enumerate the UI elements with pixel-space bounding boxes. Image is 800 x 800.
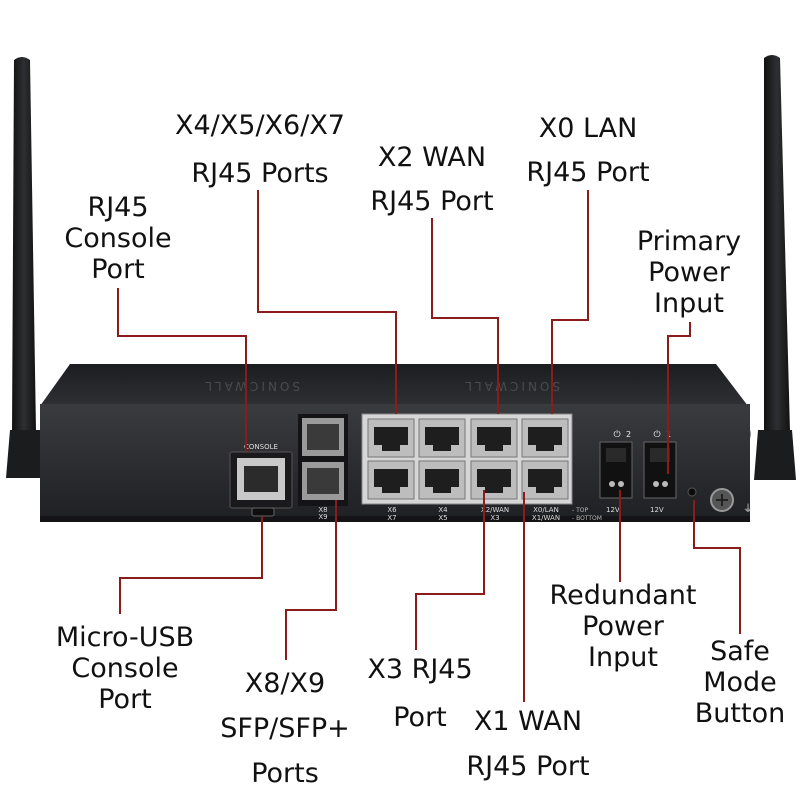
console-port-text: CONSOLE bbox=[244, 443, 278, 451]
label-x2-wan: X2 WAN RJ45 Port bbox=[370, 142, 494, 217]
label-x1-wan: X1 WAN RJ45 Port bbox=[466, 706, 590, 782]
leader-primary-power bbox=[667, 322, 691, 474]
port-label-x7: X7 bbox=[387, 514, 396, 522]
rj45-port bbox=[470, 418, 518, 458]
port-label-x5: X5 bbox=[438, 514, 447, 522]
rj45-port bbox=[470, 460, 518, 500]
leader-x4-x7 bbox=[257, 190, 397, 414]
port-label-x3: X3 bbox=[490, 514, 499, 522]
port-label-x2: X2/WAN bbox=[481, 506, 509, 514]
rj45-port bbox=[521, 460, 569, 500]
rj45-port bbox=[367, 460, 415, 500]
label-x3: X3 RJ45 Port bbox=[367, 654, 473, 733]
label-x4-x7: X4/X5/X6/X7 RJ45 Ports bbox=[175, 110, 345, 189]
leader-x2-wan bbox=[431, 218, 499, 414]
safe-mode-button bbox=[687, 487, 697, 497]
rj45-port bbox=[367, 418, 415, 458]
svg-text:2: 2 bbox=[626, 430, 631, 439]
leader-x3 bbox=[415, 490, 485, 650]
port-label-x1: X1/WAN bbox=[532, 514, 560, 522]
leader-micro-usb bbox=[119, 516, 263, 614]
svg-text:X8: X8 bbox=[318, 506, 327, 514]
label-x0-lan: X0 LAN RJ45 Port bbox=[526, 113, 650, 188]
rj45-port bbox=[418, 418, 466, 458]
port-label-x6: X6 bbox=[387, 506, 397, 514]
rj45-port bbox=[418, 460, 466, 500]
svg-text:⏻: ⏻ bbox=[653, 429, 660, 440]
label-primary-power: Primary Power Input bbox=[636, 226, 742, 319]
ground-icon: ⏚ bbox=[743, 503, 753, 515]
port-label-x4: X4 bbox=[438, 506, 448, 514]
svg-text:12V: 12V bbox=[650, 506, 664, 514]
svg-text:⏻: ⏻ bbox=[613, 429, 620, 440]
leader-console bbox=[117, 288, 247, 452]
port-label-x0: X0/LAN bbox=[533, 506, 559, 514]
label-micro-usb: Micro-USB Console Port bbox=[55, 622, 195, 715]
rj45-port bbox=[521, 418, 569, 458]
leader-x0-lan bbox=[551, 190, 589, 414]
bottom-text: - BOTTOM bbox=[572, 515, 602, 522]
brand-mark: SONICWALL bbox=[202, 379, 300, 393]
redundant-power-connector: ⏻ 2 12V bbox=[599, 429, 633, 514]
leader-lines bbox=[117, 190, 741, 702]
label-sfp: X8/X9 SFP/SFP+ Ports bbox=[220, 668, 350, 789]
label-safe-mode: Safe Mode Button bbox=[694, 636, 786, 729]
leader-safe-mode bbox=[693, 500, 741, 634]
chassis-top bbox=[40, 364, 748, 406]
svg-text:X9: X9 bbox=[318, 513, 327, 521]
micro-usb-port bbox=[251, 507, 275, 517]
rj45-port-block bbox=[361, 413, 573, 505]
leader-sfp bbox=[285, 500, 337, 660]
svg-text:12V: 12V bbox=[606, 506, 620, 514]
label-console: RJ45 Console Port bbox=[64, 192, 172, 285]
sfp-cages: X8 X9 bbox=[298, 414, 348, 521]
brand-mark-2: SONICWALL bbox=[462, 379, 560, 393]
top-text: - TOP bbox=[572, 507, 588, 514]
label-redundant-power: Redundant Power Input bbox=[549, 580, 697, 673]
